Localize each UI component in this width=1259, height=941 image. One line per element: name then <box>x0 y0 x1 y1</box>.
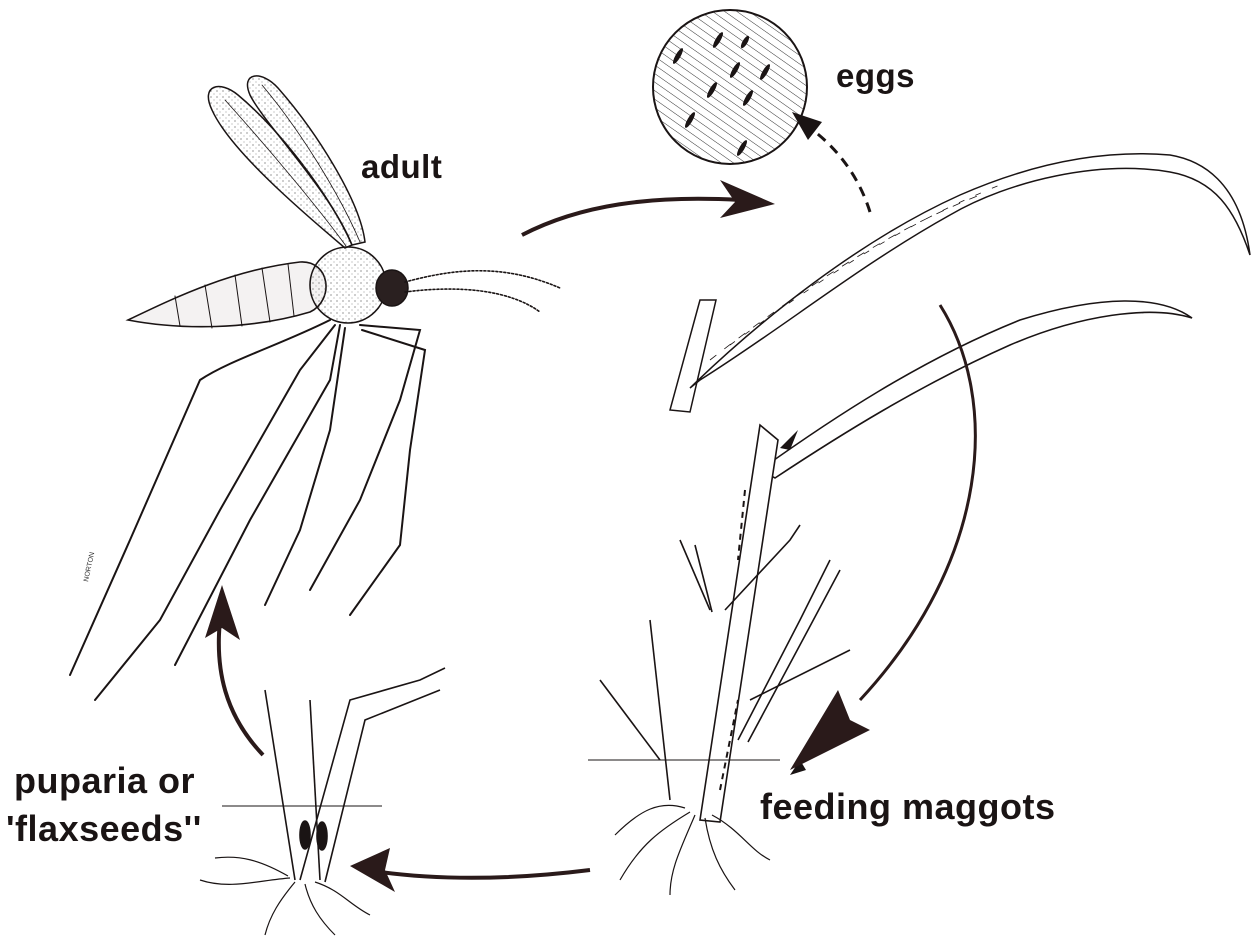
adult-head <box>376 270 408 306</box>
adult-midge-illustration <box>70 76 560 700</box>
maggot-marks <box>780 430 806 775</box>
adult-wings <box>208 76 365 248</box>
adult-abdomen <box>128 262 326 327</box>
eggs-magnified-view <box>653 10 807 164</box>
label-adult: adult <box>361 148 442 186</box>
leaf-with-eggs <box>670 154 1250 412</box>
adult-legs <box>70 320 425 700</box>
label-feeding-maggots: feeding maggots <box>760 786 1056 828</box>
adult-thorax <box>310 247 386 323</box>
plant-with-puparia <box>200 668 445 935</box>
arrow-puparia-to-adult <box>205 585 263 755</box>
arrow-adult-to-eggs <box>522 180 775 235</box>
label-puparia-line1: puparia or <box>14 760 195 802</box>
puparia-roots <box>200 857 370 935</box>
eggs-pointer-arrow <box>792 112 870 212</box>
arrow-maggots-to-puparia <box>350 848 590 892</box>
label-puparia-line2: 'flaxseeds'' <box>6 808 202 850</box>
label-eggs: eggs <box>836 57 915 95</box>
feeding-roots <box>615 805 770 895</box>
artist-signature: NORTON <box>83 552 96 583</box>
